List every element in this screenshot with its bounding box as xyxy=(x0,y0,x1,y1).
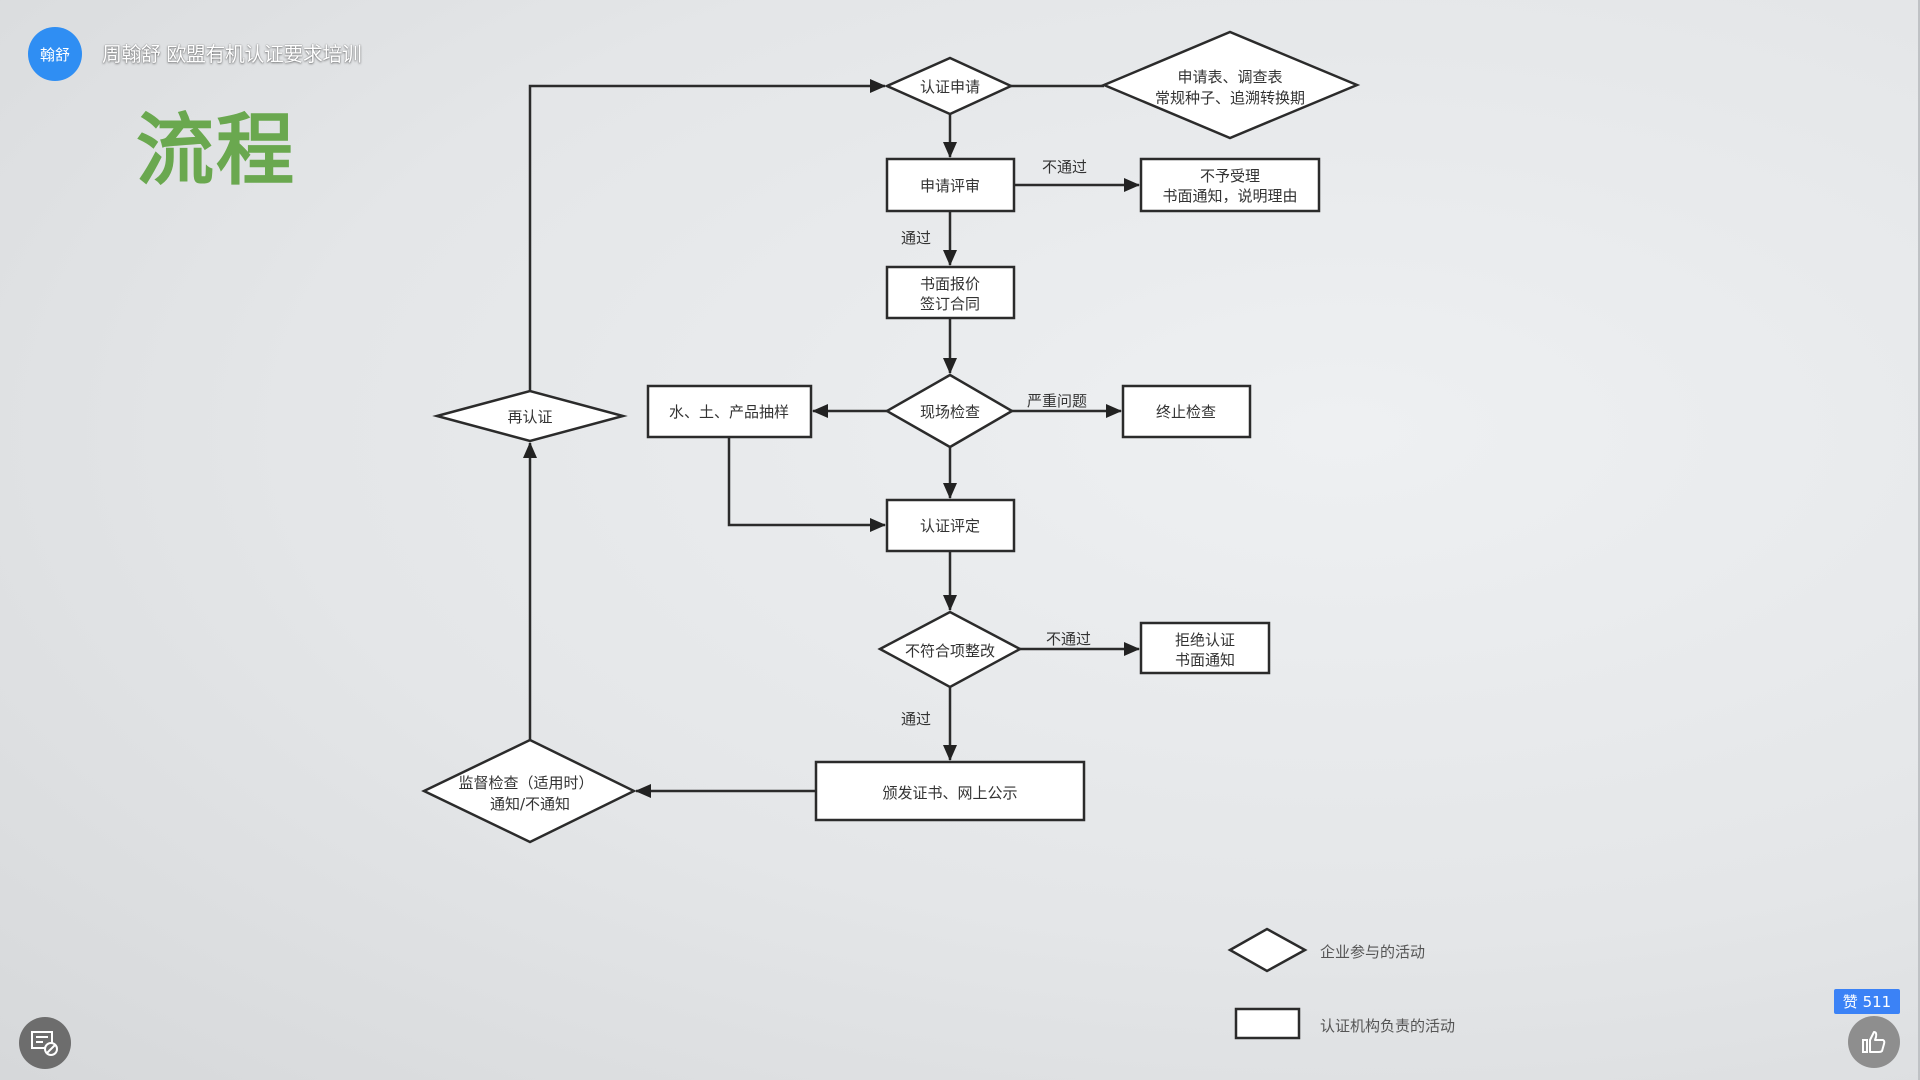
node-docs-label-2: 常规种子、追溯转换期 xyxy=(1155,89,1305,107)
node-quote-label-2: 签订合同 xyxy=(920,295,980,313)
node-deny xyxy=(1139,621,1271,675)
node-reject-label-2: 书面通知，说明理由 xyxy=(1162,187,1297,205)
legend-diamond xyxy=(1227,927,1308,973)
edge-label-review-fail: 不通过 xyxy=(1042,158,1087,176)
legend-rect-label: 认证机构负责的活动 xyxy=(1320,1017,1455,1035)
node-review xyxy=(885,157,1016,213)
danmaku-off-icon xyxy=(31,1031,58,1056)
screen-edge xyxy=(1918,0,1920,1080)
legend-rect xyxy=(1234,1007,1301,1040)
node-apply xyxy=(883,56,1014,116)
node-sampling xyxy=(646,384,813,439)
node-docs-label-1: 申请表、调查表 xyxy=(1177,68,1282,86)
legend-diamond-label: 企业参与的活动 xyxy=(1320,943,1425,961)
node-recert-label: 再认证 xyxy=(507,408,552,426)
node-review-label: 申请评审 xyxy=(920,177,980,195)
like-button[interactable] xyxy=(1848,1016,1900,1068)
node-issue xyxy=(814,760,1086,822)
node-reject-label-1: 不予受理 xyxy=(1200,167,1260,185)
edge-label-rectify-pass: 通过 xyxy=(901,710,931,728)
node-rectify xyxy=(877,610,1023,689)
edge-recert-to-apply xyxy=(528,79,886,391)
node-evaluation-label: 认证评定 xyxy=(920,517,980,535)
edge-sampling-to-evaluation xyxy=(727,437,886,532)
edge-label-review-pass: 通过 xyxy=(901,229,931,247)
node-quote xyxy=(885,265,1016,320)
node-terminate xyxy=(1121,384,1252,439)
edge-label-serious-issue: 严重问题 xyxy=(1027,392,1087,410)
avatar-text: 翰舒 xyxy=(39,45,70,64)
node-quote-label-1: 书面报价 xyxy=(920,275,980,293)
node-apply-label: 认证申请 xyxy=(920,78,980,96)
node-docs xyxy=(1100,30,1361,140)
node-deny-label-1: 拒绝认证 xyxy=(1175,631,1235,649)
node-supervise-label-2: 通知/不通知 xyxy=(490,795,570,813)
like-count-badge: 赞 511 xyxy=(1834,989,1900,1014)
node-reject xyxy=(1139,157,1321,213)
node-terminate-label: 终止检查 xyxy=(1156,403,1216,421)
edge-label-rectify-fail: 不通过 xyxy=(1046,630,1091,648)
node-issue-label: 颁发证书、网上公示 xyxy=(882,784,1017,802)
node-evaluation xyxy=(885,498,1016,553)
video-title: 周翰舒 欧盟有机认证要求培训 xyxy=(102,42,362,66)
node-onsite xyxy=(884,373,1015,449)
presenter-avatar[interactable]: 翰舒 xyxy=(28,27,82,81)
node-onsite-label: 现场检查 xyxy=(920,403,980,421)
thumbs-up-icon xyxy=(1862,1031,1886,1053)
node-deny-label-2: 书面通知 xyxy=(1175,651,1235,669)
node-recert xyxy=(432,389,628,443)
node-rectify-label: 不符合项整改 xyxy=(905,642,995,660)
node-supervise xyxy=(421,738,637,844)
node-sampling-label: 水、土、产品抽样 xyxy=(669,403,789,421)
danmaku-toggle-button[interactable] xyxy=(19,1017,71,1069)
slide-heading: 流程 xyxy=(136,106,297,196)
node-supervise-label-1: 监督检查（适用时） xyxy=(458,774,593,792)
